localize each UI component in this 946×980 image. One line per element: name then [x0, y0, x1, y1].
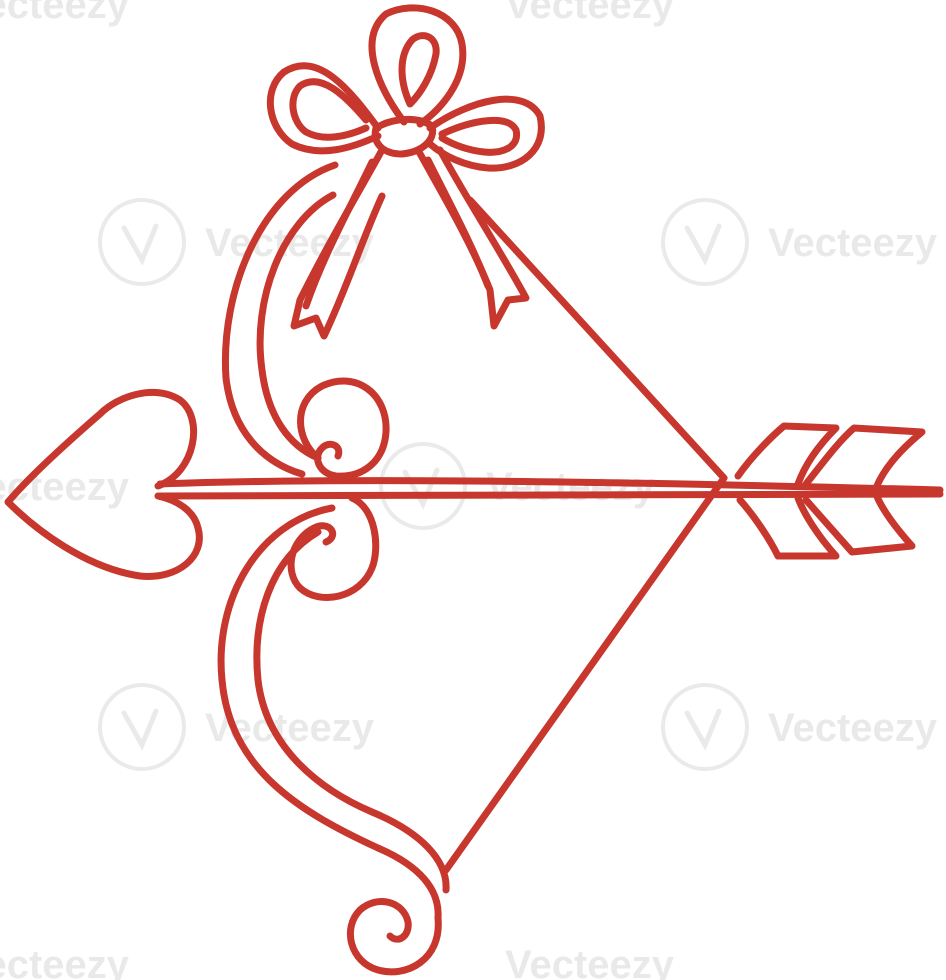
watermark-logo-icon [661, 683, 749, 771]
bottom-limb-curl [346, 898, 442, 976]
watermark-logo-icon [98, 683, 186, 771]
bow-string [442, 196, 728, 874]
watermark-text: Vecteezy [0, 0, 130, 27]
fletching-lower-front [736, 494, 840, 560]
lower-bow-limb-inner [253, 528, 450, 894]
ribbon-right-loop-inner [438, 116, 521, 156]
ribbon-bow [266, 4, 545, 340]
watermark-logo-icon [379, 442, 467, 530]
drawing-layer [4, 4, 944, 976]
upper-bow-limb-outer [221, 161, 339, 478]
fletching-upper-front [734, 422, 840, 488]
upper-grip-curl [297, 377, 390, 480]
ribbon-right-loop [426, 95, 545, 172]
ribbon-left-loop [266, 62, 382, 155]
upper-bow-limb-inner [256, 191, 337, 462]
ribbon-left-tail-inner [302, 158, 376, 310]
heart-arrowhead [4, 389, 203, 580]
arrow-shaft-bottom [156, 490, 944, 500]
lower-bow-limb-outer [217, 504, 442, 922]
watermark-logo-icon [661, 198, 749, 286]
fletching-upper-back [802, 424, 926, 492]
watermark-text: Vecteezy [486, 465, 656, 509]
watermark-text: Vecteezy [0, 943, 130, 980]
fletching-lower-back [802, 490, 916, 556]
watermark-logo-icon [98, 198, 186, 286]
arrow-shaft-top [156, 477, 944, 494]
ribbon-left-loop-inner [289, 78, 370, 141]
ribbon-top-loop [368, 4, 467, 128]
watermark-text: Vecteezy [505, 0, 675, 27]
watermark-text: Vecteezy [768, 706, 938, 750]
watermark-text: Vecteezy [505, 943, 675, 980]
lower-grip-curl [287, 494, 380, 602]
ribbon-top-loop-inner [398, 32, 440, 108]
ribbon-right-tail-inner [424, 156, 492, 290]
watermark-text: Vecteezy [768, 221, 938, 265]
